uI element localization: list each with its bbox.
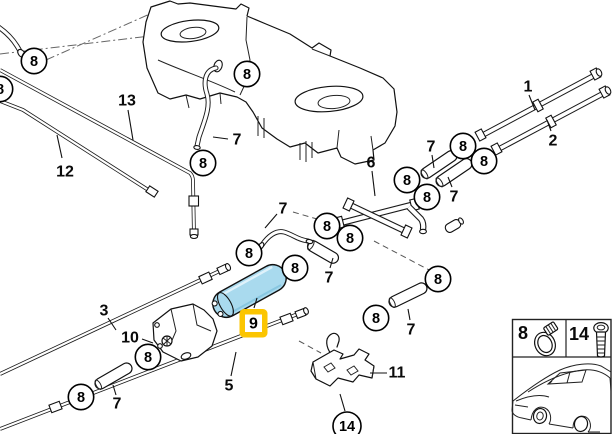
svg-text:8: 8 — [245, 246, 253, 262]
selected-part-number: 9 — [249, 316, 258, 333]
pipe-12 — [0, 99, 159, 198]
callout-8[interactable]: 8 — [424, 265, 452, 293]
part-label-7[interactable]: 7 — [407, 322, 416, 339]
callout-8[interactable]: 8 — [393, 166, 421, 194]
legend-bolt-ref: 14 — [569, 324, 589, 344]
legend-clamp-ref: 8 — [518, 323, 528, 343]
hose-clamp-icon — [534, 321, 559, 357]
svg-text:8: 8 — [144, 350, 152, 366]
part-label-13[interactable]: 13 — [118, 93, 136, 110]
callout-8[interactable]: 8 — [362, 304, 390, 332]
callout-8[interactable]: 8 — [233, 60, 261, 88]
leader-lines — [56, 94, 552, 412]
part-label-11[interactable]: 11 — [389, 365, 406, 382]
svg-text:8: 8 — [423, 190, 431, 206]
part-label-10[interactable]: 10 — [121, 330, 139, 347]
svg-text:8: 8 — [77, 390, 85, 406]
pipe-3 — [0, 263, 232, 376]
callout-8[interactable]: 8 — [413, 183, 441, 211]
mounting-bracket — [310, 332, 375, 387]
circled-callouts: 8 8 8 8 8 8 8 8 8 8 8 8 8 8 8 8 14 — [0, 47, 498, 434]
tank-return-hose — [193, 59, 223, 150]
hose-segment — [94, 362, 133, 390]
part-label-5[interactable]: 5 — [225, 378, 234, 395]
svg-text:8: 8 — [459, 139, 467, 155]
callout-14[interactable]: 14 — [332, 411, 362, 434]
svg-text:8: 8 — [346, 231, 354, 247]
callout-8[interactable]: 8 — [470, 147, 498, 175]
svg-text:8: 8 — [0, 82, 4, 98]
svg-text:8: 8 — [403, 173, 411, 189]
svg-text:8: 8 — [243, 67, 251, 83]
fuel-distributor-manifold — [334, 197, 464, 239]
svg-text:14: 14 — [339, 419, 355, 434]
pipe-2 — [490, 85, 612, 156]
callout-8[interactable]: 8 — [189, 149, 217, 177]
part-label-1[interactable]: 1 — [524, 79, 533, 96]
part-label-12[interactable]: 12 — [56, 164, 74, 181]
svg-text:8: 8 — [323, 219, 331, 235]
pipe-13 — [0, 68, 200, 240]
screw-icon — [593, 322, 609, 358]
part-labels: 13 12 7 7 1 2 6 7 7 3 10 7 5 7 7 11 — [56, 79, 557, 413]
svg-text:8: 8 — [372, 311, 380, 327]
part-label-3[interactable]: 3 — [100, 303, 109, 320]
selected-part-badge[interactable]: 9 — [239, 309, 268, 338]
part-label-6[interactable]: 6 — [367, 155, 376, 172]
svg-text:8: 8 — [30, 54, 38, 70]
part-label-2[interactable]: 2 — [549, 133, 558, 150]
curved-hose — [257, 229, 314, 250]
callout-8[interactable]: 8 — [134, 343, 162, 371]
part-label-7[interactable]: 7 — [427, 139, 436, 156]
legend-box: 8 14 — [511, 318, 612, 434]
callout-8[interactable]: 8 — [0, 75, 14, 103]
car-icon — [511, 363, 612, 433]
callout-8[interactable]: 8 — [313, 212, 341, 240]
fuel-pump-unit — [152, 303, 218, 362]
callout-8[interactable]: 8 — [281, 254, 309, 282]
part-label-7[interactable]: 7 — [279, 201, 288, 218]
svg-text:8: 8 — [199, 156, 207, 172]
svg-text:8: 8 — [434, 272, 442, 288]
svg-text:8: 8 — [480, 154, 488, 170]
part-label-7[interactable]: 7 — [325, 270, 334, 287]
svg-text:8: 8 — [291, 261, 299, 277]
part-label-7[interactable]: 7 — [233, 132, 242, 149]
callout-8[interactable]: 8 — [235, 239, 263, 267]
part-label-7[interactable]: 7 — [113, 396, 122, 413]
fuel-tank — [142, 0, 398, 165]
part-label-7[interactable]: 7 — [450, 189, 459, 206]
fuel-filter-highlighted[interactable] — [208, 260, 291, 322]
hose-segment — [388, 282, 428, 309]
callout-8[interactable]: 8 — [67, 383, 95, 411]
callout-8[interactable]: 8 — [336, 224, 364, 252]
pipe-1 — [474, 67, 603, 142]
callout-8[interactable]: 8 — [449, 132, 477, 160]
callout-8[interactable]: 8 — [20, 47, 48, 75]
